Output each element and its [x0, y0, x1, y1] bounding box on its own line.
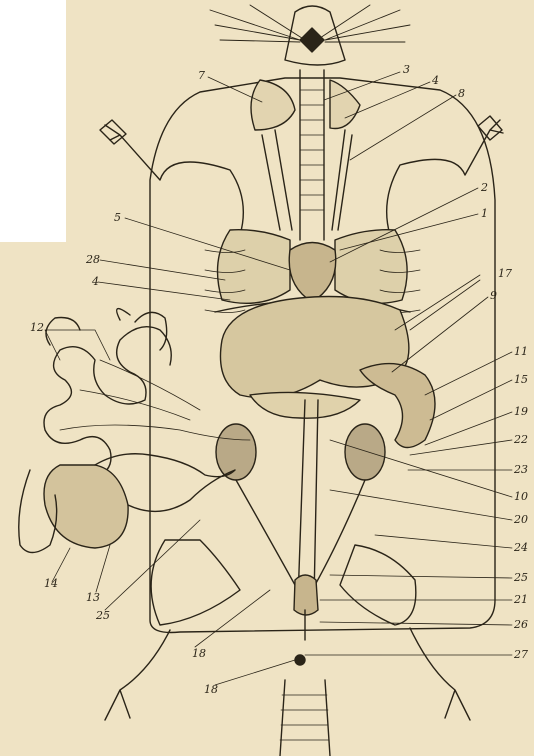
tail — [280, 680, 330, 756]
label-5: 5 — [114, 212, 121, 223]
blank-panel — [0, 0, 66, 242]
right-thigh — [340, 545, 416, 625]
label-11: 11 — [514, 346, 528, 357]
label-27: 27 — [514, 649, 528, 660]
bladder — [294, 575, 318, 615]
salivary-gland-left — [251, 80, 295, 130]
label-25-right: 25 — [514, 572, 528, 583]
label-12: 12 — [30, 322, 44, 333]
label-22: 22 — [514, 434, 528, 445]
label-26: 26 — [514, 619, 528, 630]
vena-cava — [314, 400, 318, 600]
label-17: 17 — [498, 268, 512, 279]
aorta — [298, 400, 305, 600]
label-3: 3 — [403, 64, 410, 75]
left-paw — [100, 120, 126, 144]
heart — [289, 243, 336, 303]
label-20: 20 — [514, 514, 528, 525]
intestine-loops — [46, 312, 167, 350]
label-10: 10 — [514, 491, 528, 502]
label-19: 19 — [514, 406, 528, 417]
right-hindlimb — [410, 628, 470, 720]
right-paw — [478, 116, 502, 140]
label-21: 21 — [514, 594, 528, 605]
label-14: 14 — [44, 578, 58, 589]
trachea — [300, 70, 324, 240]
label-24: 24 — [514, 542, 528, 553]
left-hindlimb — [105, 630, 170, 720]
label-2: 2 — [481, 182, 488, 193]
mouth — [300, 28, 324, 52]
label-8: 8 — [458, 88, 465, 99]
label-15: 15 — [514, 374, 528, 385]
label-18-lower: 18 — [204, 684, 218, 695]
label-25-bottom: 25 — [96, 610, 110, 621]
label-7: 7 — [198, 70, 205, 81]
label-1: 1 — [481, 208, 488, 219]
tail-rings — [280, 695, 329, 740]
label-4-top: 4 — [432, 75, 439, 86]
left-kidney — [216, 424, 256, 480]
mesentery — [60, 360, 250, 440]
label-18-upper: 18 — [192, 648, 206, 659]
salivary-gland-right — [330, 80, 360, 129]
small-intestine — [44, 309, 171, 478]
anus — [295, 655, 305, 665]
label-28: 28 — [86, 254, 100, 265]
left-thigh — [151, 540, 240, 625]
label-23: 23 — [514, 464, 528, 475]
right-kidney — [345, 424, 385, 480]
trachea-rings — [300, 90, 324, 210]
label-9: 9 — [490, 290, 497, 301]
label-13: 13 — [86, 592, 100, 603]
label-4: 4 — [92, 276, 99, 287]
